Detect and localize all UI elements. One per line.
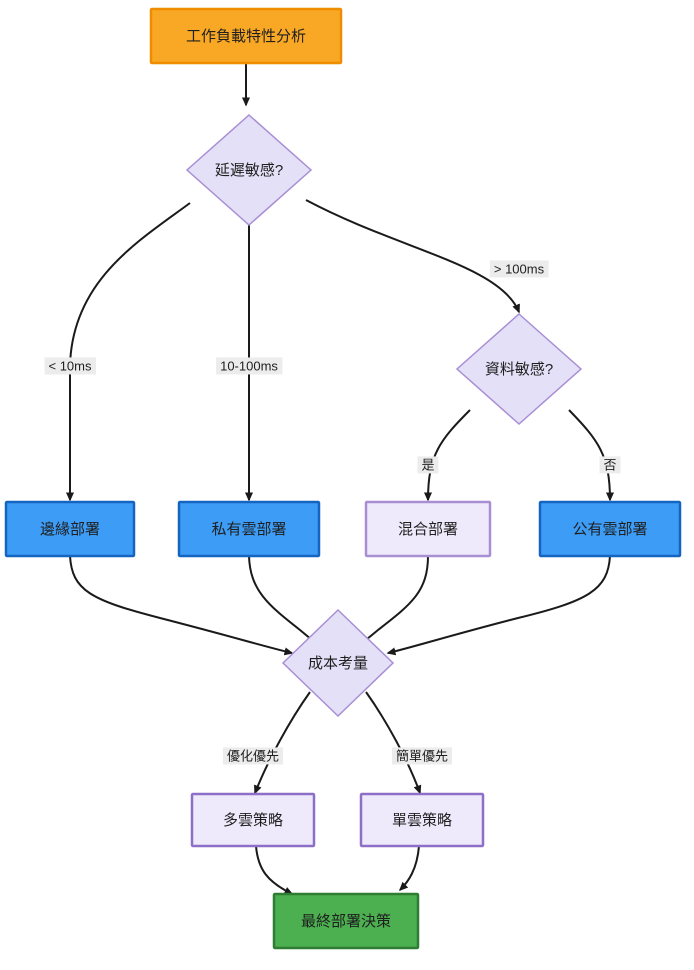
node-shape-rect [538,500,682,558]
node-label-cost: 成本考量 [308,655,368,672]
node-shape-rect [4,500,136,558]
node-label-latency: 延遲敏感? [215,162,283,179]
edge-label-bg [44,357,96,375]
node-single[interactable]: 單雲策略 [359,792,485,848]
edge-latency-to-edge [66,202,191,502]
node-label-multi: 多雲策略 [223,812,283,829]
node-private[interactable]: 私有雲部署 [177,500,321,558]
node-label-data: 資料敏感? [485,361,553,378]
edge-label-bg [222,747,284,765]
node-latency[interactable]: 延遲敏感? [185,113,313,227]
node-label-start: 工作負載特性分析 [186,28,306,45]
edge-label-bg [489,260,549,278]
edges-layer [66,63,614,895]
node-hybrid[interactable]: 混合部署 [364,500,492,558]
edge-private-to-cost [248,555,324,649]
edge-public-to-cost [386,555,611,656]
edge-cost-to-multi [254,691,311,795]
node-label-public: 公有雲部署 [572,521,647,538]
edge-edge-to-cost [69,555,294,656]
node-public[interactable]: 公有雲部署 [538,500,682,558]
node-label-hybrid: 混合部署 [398,521,458,538]
node-shape-diamond [185,113,313,227]
node-final[interactable]: 最終部署決策 [272,892,420,950]
node-shape-rect [190,792,316,848]
edge-multi-to-final [255,845,294,895]
edge-label-latency-to-private: 10-100ms [216,357,283,375]
node-label-private: 私有雲部署 [211,521,286,538]
node-label-single: 單雲策略 [392,812,452,829]
node-shape-rect [149,7,343,65]
edge-label-text: 簡單優先 [396,748,448,763]
node-shape-rect [359,792,485,848]
edge-label-text: 優化優先 [227,748,279,763]
edge-label-data-to-public: 否 [599,456,621,474]
node-shape-rect [272,892,420,950]
edge-label-bg [391,747,453,765]
edge-label-text: < 10ms [49,358,92,373]
node-multi[interactable]: 多雲策略 [190,792,316,848]
edge-label-text: 10-100ms [220,358,278,373]
node-label-edge: 邊緣部署 [40,521,100,538]
edge-label-data-to-hybrid: 是 [417,456,439,474]
edge-label-bg [417,456,439,474]
edge-latency-to-data [305,199,520,314]
edge-label-bg [216,357,283,375]
edge-cost-to-single [365,691,422,795]
edge-label-cost-to-multi: 優化優先 [222,747,284,765]
edge-single-to-final [398,845,420,892]
edge-label-cost-to-single: 簡單優先 [391,747,453,765]
edge-label-text: > 100ms [494,261,545,276]
edge-hybrid-to-cost [353,555,429,649]
node-cost[interactable]: 成本考量 [281,608,395,718]
edge-label-latency-to-edge: < 10ms [44,357,96,375]
node-shape-rect [364,500,492,558]
node-start[interactable]: 工作負載特性分析 [149,7,343,65]
edge-data-to-public [568,409,614,502]
edge-data-to-hybrid [424,409,471,502]
node-data[interactable]: 資料敏感? [455,312,583,426]
node-shape-rect [177,500,321,558]
node-label-final: 最終部署決策 [301,913,391,930]
edge-label-text: 是 [421,457,434,472]
node-edge[interactable]: 邊緣部署 [4,500,136,558]
edge-label-latency-to-data: > 100ms [489,260,549,278]
edge-label-bg [599,456,621,474]
edge-label-text: 否 [603,457,616,472]
node-shape-diamond [281,608,395,718]
node-shape-diamond [455,312,583,426]
